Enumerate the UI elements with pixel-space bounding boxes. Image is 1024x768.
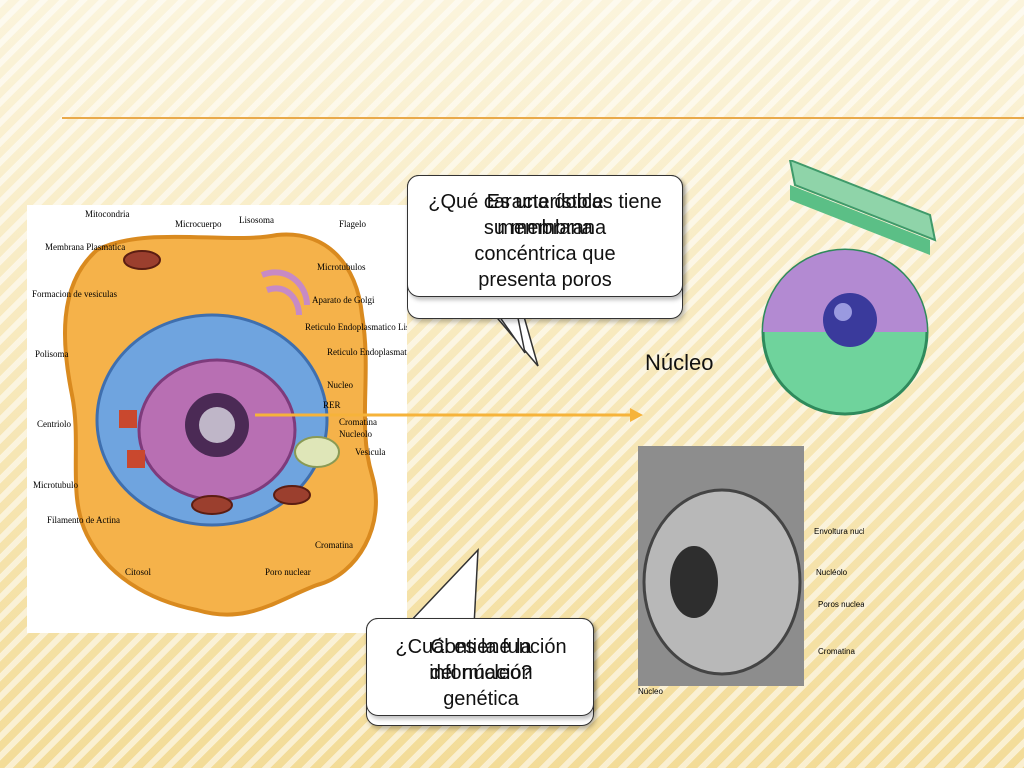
label-microtubulos: Microtubulos bbox=[317, 262, 366, 272]
label-microtubulo: Microtubulo bbox=[33, 480, 78, 490]
membrane-answer-text: Es una doble membrana concéntrica que pr… bbox=[474, 191, 616, 291]
label-filamento-actina: Filamento de Actina bbox=[47, 515, 120, 525]
label-lisosoma: Lisosoma bbox=[239, 215, 274, 225]
label-nucleolo: Nucleolo bbox=[339, 429, 372, 439]
function-question-bubble bbox=[366, 618, 594, 716]
membrane-callout: ¿Qué características tiene su membrana E… bbox=[405, 173, 685, 373]
animal-cell-diagram: Mitocondria Microcuerpo Lisosoma Flagelo… bbox=[27, 205, 407, 633]
membrane-question-text: ¿Qué características tiene su membrana bbox=[428, 191, 662, 239]
membrane-question-bubble bbox=[407, 175, 683, 297]
label-rer: RER bbox=[323, 400, 341, 410]
function-answer-text: Contiene la información genética bbox=[429, 636, 533, 710]
nucleus-label: Núcleo bbox=[645, 350, 714, 375]
label-flagelo: Flagelo bbox=[339, 219, 366, 229]
micrograph-label-cromatina: Cromatina bbox=[818, 647, 855, 656]
label-poro-nuclear: Poro nuclear bbox=[265, 567, 311, 577]
micrograph-label-envoltura: Envoltura nuclear bbox=[814, 527, 864, 536]
function-question-text: ¿Cuál es la función del núcleo? bbox=[395, 636, 567, 684]
label-aparato-golgi: Aparato de Golgi bbox=[312, 295, 375, 305]
function-callout: ¿Cuál es la función del núcleo? Contiene… bbox=[366, 548, 596, 733]
label-polisoma: Polisoma bbox=[35, 349, 69, 359]
label-microcuerpo: Microcuerpo bbox=[175, 219, 222, 229]
label-mitocondria: Mitocondria bbox=[85, 209, 130, 219]
micrograph-label-poros: Poros nucleares bbox=[818, 600, 864, 609]
label-citosol: Citosol bbox=[125, 567, 152, 577]
label-membrana-plasmatica: Membrana Plasmatica bbox=[45, 242, 125, 252]
label-cromatina: Cromatina bbox=[339, 417, 377, 427]
label-formacion-vesiculas: Formacion de vesiculas bbox=[32, 289, 117, 299]
label-centriolo: Centriolo bbox=[37, 419, 71, 429]
label-reticulo-liso: Reticulo Endoplasmatico Liso bbox=[305, 322, 407, 332]
title-divider-line bbox=[62, 117, 1024, 119]
label-cromatina-2: Cromatina bbox=[315, 540, 353, 550]
nucleus-micrograph: Envoltura nuclear Nucléolo Poros nuclear… bbox=[638, 446, 864, 696]
label-vesicula: Vesicula bbox=[355, 447, 386, 457]
nucleus-3d-illustration bbox=[761, 160, 937, 416]
label-reticulo-rugoso: Reticulo Endoplasmatico Rugoso bbox=[327, 347, 407, 357]
micrograph-caption: Núcleo bbox=[638, 687, 663, 696]
label-nucleo: Nucleo bbox=[327, 380, 353, 390]
pointer-arrow bbox=[255, 408, 643, 422]
micrograph-label-nucleolo: Nucléolo bbox=[816, 568, 848, 577]
